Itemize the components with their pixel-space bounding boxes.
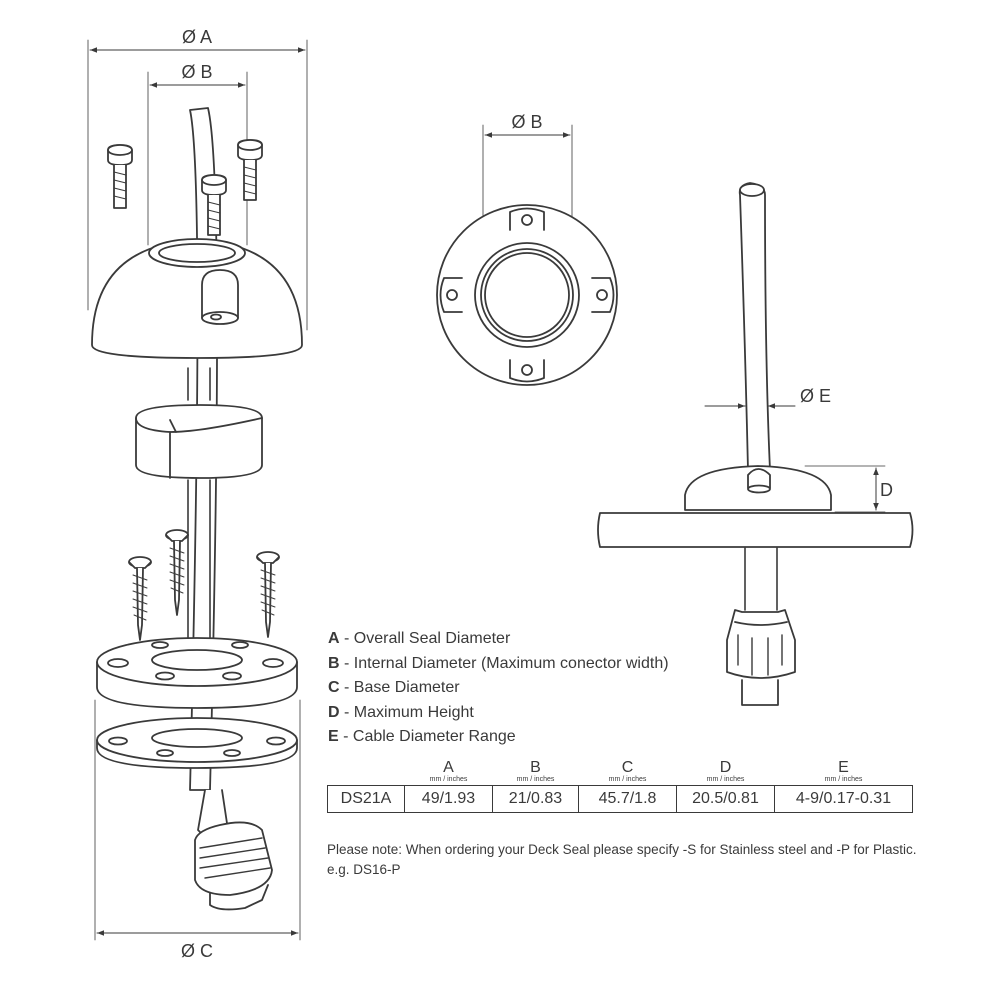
legend-key: C xyxy=(328,679,340,696)
legend-item-d: D - Maximum Height xyxy=(328,701,669,726)
legend-text: - Cable Diameter Range xyxy=(338,728,516,745)
table-row: DS21A 49/1.93 21/0.83 45.7/1.8 20.5/0.81… xyxy=(327,785,913,813)
wood-screw xyxy=(128,556,152,641)
ordering-note: Please note: When ordering your Deck Sea… xyxy=(327,842,917,877)
legend-item-e: E - Cable Diameter Range xyxy=(328,725,669,750)
legend-key: B xyxy=(328,654,340,672)
legend: A - Overall Seal Diameter B - Internal D… xyxy=(328,627,669,750)
installed-view: Ø E D xyxy=(597,182,914,706)
legend-item-b: B - Internal Diameter (Maximum conector … xyxy=(328,652,669,677)
dimension-b-label: Ø B xyxy=(181,62,212,82)
legend-text: - Base Diameter xyxy=(339,679,460,696)
legend-text: - Internal Diameter (Maximum conector wi… xyxy=(339,654,669,672)
spec-cell-e: 4-9/0.17-0.31 xyxy=(774,785,913,813)
legend-key: E xyxy=(328,728,339,745)
spec-model-cell: DS21A xyxy=(327,785,405,813)
dimension-a-label: Ø A xyxy=(182,27,212,47)
spec-cell-c: 45.7/1.8 xyxy=(578,785,677,813)
dimension-c: Ø C xyxy=(94,699,301,961)
machine-screw xyxy=(237,139,263,201)
installed-seal xyxy=(684,465,832,511)
spec-cell-b: 21/0.83 xyxy=(492,785,579,813)
legend-key: D xyxy=(328,703,340,721)
cable-installed xyxy=(738,182,771,471)
legend-text: - Overall Seal Diameter xyxy=(339,630,511,647)
machine-screw xyxy=(107,144,133,209)
dimension-e: Ø E xyxy=(704,386,831,409)
connector-installed xyxy=(726,609,796,706)
deck-panel xyxy=(597,512,914,548)
top-view: Ø B xyxy=(436,112,618,386)
dome-cap xyxy=(91,238,303,359)
machine-screw xyxy=(201,174,227,236)
legend-text: - Maximum Height xyxy=(339,703,474,721)
spec-header-blank xyxy=(328,760,405,786)
legend-item-c: C - Base Diameter xyxy=(328,676,669,701)
connector xyxy=(194,789,273,911)
legend-key: A xyxy=(328,630,340,647)
wood-screw xyxy=(256,551,280,638)
dimension-d: D xyxy=(804,465,893,513)
wood-screw xyxy=(165,529,189,616)
split-collet xyxy=(135,404,263,479)
gasket xyxy=(96,717,298,769)
spec-cell-d: 20.5/0.81 xyxy=(676,785,775,813)
dimension-a: Ø A xyxy=(87,27,308,331)
base-flange xyxy=(96,637,298,709)
dimension-e-label: Ø E xyxy=(800,386,831,406)
dimension-c-label: Ø C xyxy=(181,941,213,961)
dimension-d-label: D xyxy=(880,480,893,500)
dimension-b-top-label: Ø B xyxy=(511,112,542,132)
spec-cell-a: 49/1.93 xyxy=(404,785,493,813)
exploded-view: Ø A Ø B xyxy=(87,27,308,961)
legend-item-a: A - Overall Seal Diameter xyxy=(328,627,669,652)
